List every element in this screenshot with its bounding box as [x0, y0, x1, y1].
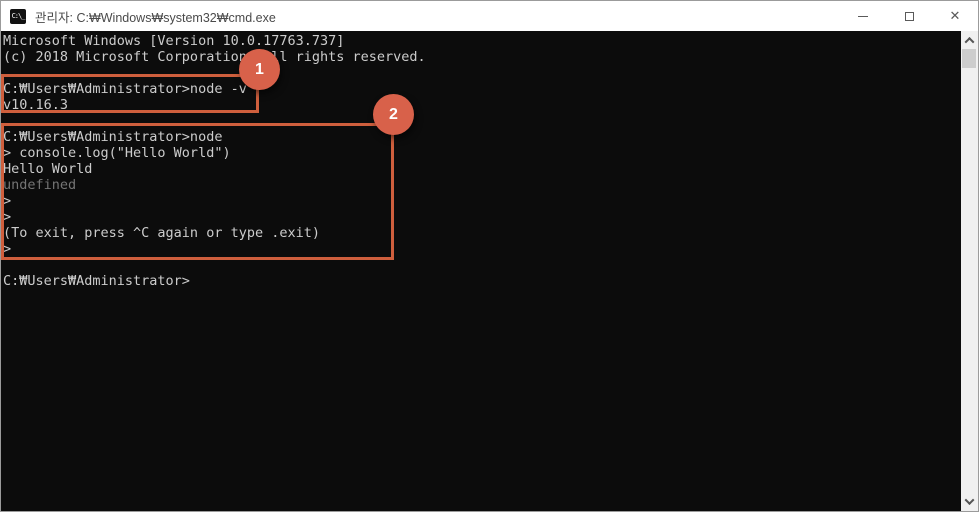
terminal-line: C:₩Users₩Administrator>node -v [3, 81, 247, 97]
maximize-icon [904, 11, 914, 21]
terminal-line: C:₩Users₩Administrator> [3, 273, 190, 289]
terminal-line: > console.log("Hello World") [3, 145, 231, 161]
terminal-line [3, 257, 961, 273]
window-title: 관리자: C:₩Windows₩system32₩cmd.exe [35, 10, 276, 25]
terminal-output[interactable]: Microsoft Windows [Version 10.0.17763.73… [1, 31, 961, 511]
terminal-line: Microsoft Windows [Version 10.0.17763.73… [3, 33, 345, 49]
close-button[interactable]: ✕ [932, 1, 978, 31]
vertical-scrollbar[interactable] [961, 31, 978, 511]
terminal-line: (To exit, press ^C again or type .exit) [3, 225, 320, 241]
terminal-line: (c) 2018 Microsoft Corporation. All righ… [3, 49, 426, 65]
terminal-line: > [3, 193, 12, 209]
title-bar: C:\_ 관리자: C:₩Windows₩system32₩cmd.exe ✕ [1, 1, 978, 31]
scrollbar-thumb[interactable] [962, 49, 976, 68]
close-icon: ✕ [949, 8, 961, 24]
scrollbar-up-button[interactable] [961, 32, 978, 49]
terminal-line: undefined [3, 177, 77, 193]
terminal-line [3, 65, 961, 81]
chevron-down-icon [964, 495, 975, 506]
terminal-line: v10.16.3 [3, 97, 69, 113]
minimize-icon [858, 15, 868, 17]
maximize-button[interactable] [886, 1, 932, 31]
chevron-up-icon [964, 36, 975, 47]
terminal-line [3, 113, 961, 129]
cmd-app-icon: C:\_ [10, 8, 26, 24]
terminal-line: C:₩Users₩Administrator>node [3, 129, 223, 145]
terminal-line: > [3, 241, 12, 257]
terminal-line: > [3, 209, 12, 225]
terminal-line: Hello World [3, 161, 93, 177]
caption-buttons: ✕ [840, 1, 978, 31]
scrollbar-down-button[interactable] [961, 493, 978, 510]
minimize-button[interactable] [840, 1, 886, 31]
